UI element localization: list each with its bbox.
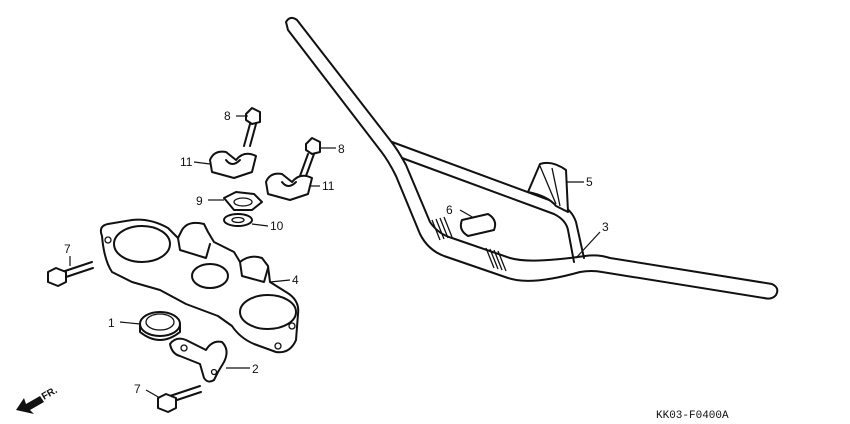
callout-1: 1 bbox=[108, 316, 115, 330]
callout-8-right: 8 bbox=[338, 142, 345, 156]
callout-10: 10 bbox=[270, 219, 284, 233]
top-bridge bbox=[99, 218, 300, 354]
drawing-code: KK03-F0400A bbox=[656, 410, 729, 422]
upper-holder-right bbox=[265, 172, 313, 201]
handlebar-knurl-left bbox=[431, 216, 453, 241]
callout-4: 4 bbox=[292, 273, 299, 287]
cable-holder bbox=[169, 337, 228, 383]
dust-seal bbox=[139, 311, 181, 341]
callout-2: 2 bbox=[252, 362, 259, 376]
callout-8-left: 8 bbox=[224, 109, 231, 123]
nut bbox=[223, 191, 263, 211]
callout-7-lower: 7 bbox=[134, 382, 141, 396]
callout-5: 5 bbox=[586, 175, 593, 189]
bar-pad bbox=[527, 161, 569, 213]
callout-6: 6 bbox=[446, 203, 453, 217]
washer bbox=[223, 213, 253, 227]
callout-11-right: 11 bbox=[322, 179, 335, 193]
leader-lines bbox=[69, 115, 601, 399]
front-label: FR. bbox=[40, 385, 60, 403]
bolt-lower bbox=[157, 385, 202, 413]
bolt-8-right bbox=[299, 137, 321, 177]
handlebar bbox=[285, 16, 779, 300]
handlebar-knurl-right bbox=[485, 247, 507, 272]
front-indicator: FR. bbox=[16, 385, 60, 414]
callout-9: 9 bbox=[196, 194, 203, 208]
bolt-8-left bbox=[243, 107, 261, 147]
upper-holder-left bbox=[209, 150, 257, 179]
front-arrow-icon bbox=[16, 396, 44, 414]
callout-11-left: 11 bbox=[180, 155, 193, 169]
handlebar-pad bbox=[459, 213, 497, 237]
callout-7-upper: 7 bbox=[64, 242, 71, 256]
bolt-upper bbox=[47, 261, 94, 287]
callout-3: 3 bbox=[602, 220, 609, 234]
